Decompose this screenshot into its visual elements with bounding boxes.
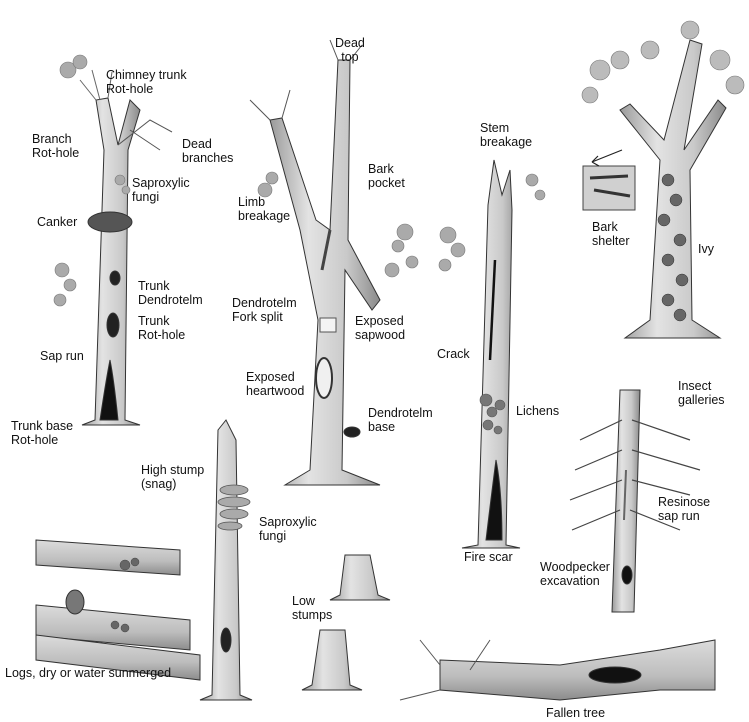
- label-trunk-base-rot-hole: Trunk base Rot-hole: [11, 419, 73, 447]
- label-resinose-sap-run: Resinose sap run: [658, 495, 710, 523]
- label-low-stumps: Low stumps: [292, 594, 332, 622]
- label-exposed-heartwood: Exposed heartwood: [246, 370, 304, 398]
- label-bark-shelter: Bark shelter: [592, 220, 630, 248]
- label-canker: Canker: [37, 215, 77, 229]
- label-saproxylic-fungi-tree: Saproxylic fungi: [132, 176, 190, 204]
- label-high-stump: High stump (snag): [141, 463, 204, 491]
- tree-ivy: [582, 21, 744, 338]
- label-dendrotelm-fork-split: Dendrotelm Fork split: [232, 296, 297, 324]
- label-lichens: Lichens: [516, 404, 559, 418]
- label-chimney-trunk-rot-hole: Chimney trunk Rot-hole: [106, 68, 187, 96]
- label-exposed-sapwood: Exposed sapwood: [355, 314, 405, 342]
- label-crack: Crack: [437, 347, 470, 361]
- label-ivy: Ivy: [698, 242, 714, 256]
- label-dendrotelm-base: Dendrotelm base: [368, 406, 433, 434]
- label-limb-breakage: Limb breakage: [238, 195, 290, 223]
- high-stump: [200, 420, 252, 700]
- label-stem-breakage: Stem breakage: [480, 121, 532, 149]
- tree-hollow-broadleaf: [54, 55, 172, 425]
- label-fallen-tree: Fallen tree: [546, 706, 605, 720]
- logs: [36, 540, 200, 680]
- label-bark-pocket: Bark pocket: [368, 162, 405, 190]
- label-branch-rot-hole: Branch Rot-hole: [32, 132, 79, 160]
- label-logs: Logs, dry or water sunmerged: [5, 666, 171, 680]
- label-trunk-rot-hole: Trunk Rot-hole: [138, 314, 185, 342]
- label-woodpecker-excavation: Woodpecker excavation: [540, 560, 610, 588]
- fallen-tree: [400, 640, 715, 700]
- label-insect-galleries: Insect galleries: [678, 379, 725, 407]
- label-saproxylic-fungi-stump: Saproxylic fungi: [259, 515, 317, 543]
- label-dead-branches: Dead branches: [182, 137, 233, 165]
- label-trunk-dendrotelm: Trunk Dendrotelm: [138, 279, 203, 307]
- label-sap-run: Sap run: [40, 349, 84, 363]
- label-dead-top: Dead top: [335, 36, 365, 64]
- label-fire-scar: Fire scar: [464, 550, 513, 564]
- low-stumps: [302, 555, 390, 690]
